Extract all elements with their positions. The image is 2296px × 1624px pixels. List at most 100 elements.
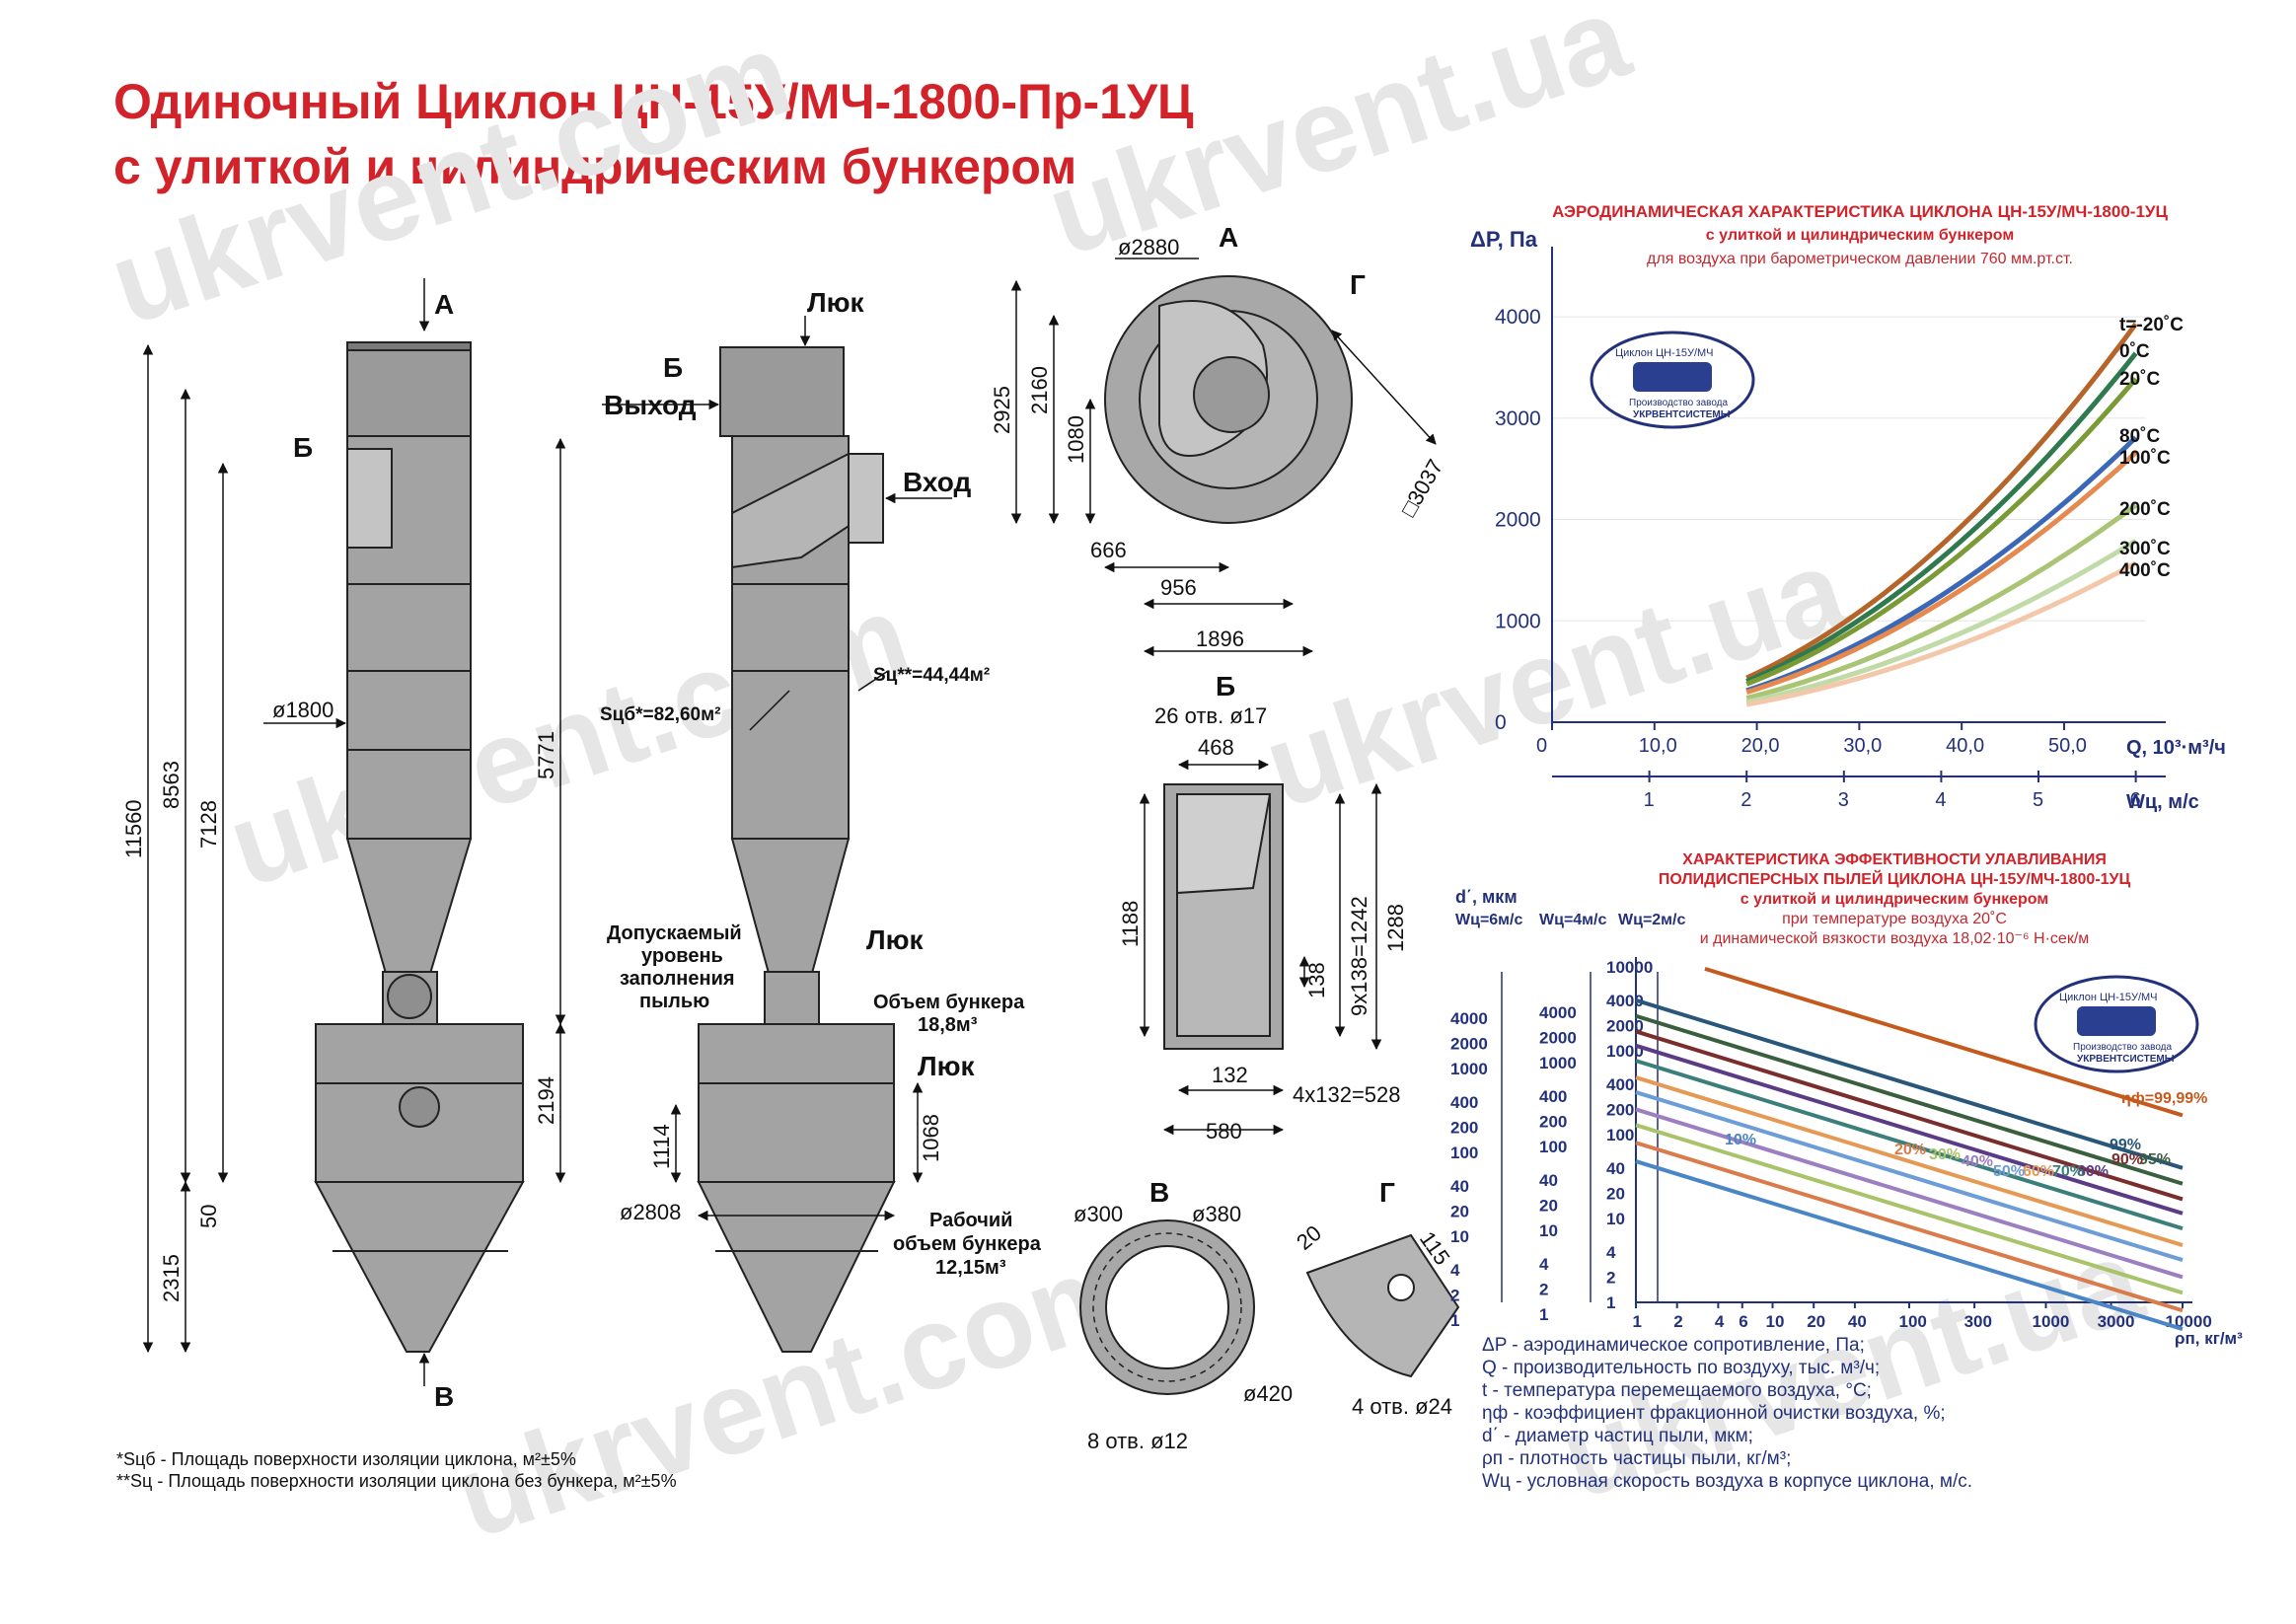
dim-138: 138 bbox=[1304, 962, 1329, 998]
chart1-xlabel2: Wц, м/с bbox=[2126, 791, 2199, 813]
chart1-series-label-3: 80˚C bbox=[2119, 426, 2160, 447]
flange-v-bolt-circle bbox=[1092, 1232, 1242, 1382]
chart2-xtick-10: 3000 bbox=[2098, 1312, 2135, 1331]
work-volume-2: объем бункера bbox=[893, 1233, 1042, 1255]
dim-d300: ø300 bbox=[1074, 1202, 1123, 1226]
flange-b-dims bbox=[1139, 759, 1382, 1136]
fill-level-4: пылью bbox=[639, 991, 709, 1012]
chart1-ylabel: ΔP, Па bbox=[1470, 227, 1538, 252]
chart2-ytick-2-1: 4000 bbox=[1606, 992, 1644, 1010]
chart2-title: ХАРАКТЕРИСТИКА ЭФФЕКТИВНОСТИ УЛАВЛИВАНИЯ… bbox=[1569, 850, 2220, 949]
chart1-series-0 bbox=[1745, 322, 2138, 681]
dim-2194: 2194 bbox=[534, 1076, 558, 1125]
chart2-title-4: при температуре воздуха 20˚С bbox=[1782, 911, 2007, 927]
chart2-series-2 bbox=[1635, 1013, 2184, 1186]
title-line-1: Одиночный Циклон ЦН-15У/МЧ-1800-Пр-1УЦ bbox=[113, 74, 1194, 129]
chart2-badge-line3: УКРВЕНТСИСТЕМЫ bbox=[2077, 1054, 2175, 1065]
flange-b-text: Б 26 отв. ø17 468 1188 9x138=1242 1288 1… bbox=[1118, 671, 1408, 1144]
chart2-ytick-1-9: 4 bbox=[1539, 1255, 1549, 1274]
chart1-series-6 bbox=[1745, 538, 2137, 705]
dim-1080: 1080 bbox=[1064, 415, 1088, 464]
chart2-xtick-8: 300 bbox=[1964, 1312, 1992, 1331]
dim-sq3037: □3037 bbox=[1396, 455, 1448, 520]
side-bunker-hatch bbox=[399, 1086, 440, 1128]
front-area-2: Sц**=44,44м² bbox=[873, 665, 990, 686]
footnotes: *Sцб - Площадь поверхности изоляции цикл… bbox=[116, 1448, 677, 1492]
side-outlet-cap bbox=[346, 341, 472, 351]
chart2-speed-4: Wц=4м/с bbox=[1539, 912, 1606, 928]
chart1-x2tick-3: 4 bbox=[1935, 789, 1946, 811]
chart2-ytick-2-9: 10 bbox=[1606, 1210, 1625, 1228]
dim-666: 666 bbox=[1090, 538, 1127, 562]
dim-26holes: 26 отв. ø17 bbox=[1154, 703, 1267, 728]
detail-g-label: Г bbox=[1379, 1177, 1395, 1208]
detail-g-body bbox=[1305, 1233, 1460, 1378]
chart2-series-label-1: 99% bbox=[2110, 1137, 2141, 1153]
top-label-a: А bbox=[1219, 222, 1238, 253]
chart1-series-label-5: 200˚C bbox=[2119, 499, 2171, 520]
chart2-ytick-1-2: 1000 bbox=[1539, 1054, 1577, 1072]
chart2-xtick-9: 1000 bbox=[2033, 1312, 2070, 1331]
legend-item-eta: ηф - коэффициент фракционной очистки воз… bbox=[1482, 1403, 1946, 1424]
chart2-series-label-2: 95% bbox=[2139, 1151, 2171, 1168]
fill-level-1: Допускаемый bbox=[607, 923, 742, 944]
front-view bbox=[697, 346, 896, 1353]
dim-d380: ø380 bbox=[1192, 1202, 1241, 1226]
chart2-xtick-7: 100 bbox=[1899, 1312, 1927, 1331]
chart1-badge-line2: Производство завода bbox=[1629, 398, 1729, 408]
chart-legend: ΔP - аэродинамическое сопротивление, Па;… bbox=[1482, 1334, 1972, 1493]
chart2-ytick-2-8: 20 bbox=[1606, 1184, 1625, 1203]
chart2-badge-emblem bbox=[2077, 1006, 2156, 1036]
chart1-title-2: с улиткой и цилиндрическим бункером bbox=[1705, 227, 2015, 244]
chart1-badge-line3: УКРВЕНТСИСТЕМЫ bbox=[1633, 409, 1731, 420]
flange-v-label: В bbox=[1149, 1177, 1169, 1208]
chart2-xtick-0: 1 bbox=[1633, 1312, 1642, 1331]
chart2-ytick-1-11: 1 bbox=[1539, 1305, 1548, 1324]
dim-1188: 1188 bbox=[1118, 901, 1143, 947]
chart1-series-label-2: 20˚C bbox=[2119, 369, 2160, 390]
chart2-title-2: ПОЛИДИСПЕРСНЫХ ПЫЛЕЙ ЦИКЛОНА ЦН-15У/МЧ-1… bbox=[1658, 871, 2131, 888]
footnote-1: *Sцб - Площадь поверхности изоляции цикл… bbox=[116, 1449, 576, 1469]
bunker-volume-1: Объем бункера bbox=[873, 992, 1025, 1013]
chart2-ytick-0-5: 100 bbox=[1450, 1144, 1478, 1162]
chart2-series-10 bbox=[1635, 1141, 2184, 1313]
dim-4holes: 4 отв. ø24 bbox=[1352, 1394, 1452, 1419]
chart2-series-0 bbox=[1704, 966, 2184, 1118]
side-label-b: Б bbox=[293, 432, 313, 463]
chart2-ytick-1-1: 2000 bbox=[1539, 1028, 1577, 1047]
flange-v-inner bbox=[1105, 1245, 1229, 1369]
chart2-xtick-6: 40 bbox=[1848, 1312, 1867, 1331]
detail-g-text: Г 20 115 4 отв. ø24 bbox=[1292, 1177, 1454, 1419]
chart2-series-label-6: 60% bbox=[2023, 1163, 2054, 1180]
flange-b-scroll bbox=[1176, 793, 1272, 895]
chart1-ytick-2: 2000 bbox=[1495, 509, 1541, 532]
chart1-xtick-3: 30,0 bbox=[1843, 735, 1882, 757]
chart2-ytick-1-3: 400 bbox=[1539, 1087, 1567, 1106]
chart2-badge-line1: Циклон ЦН-15У/МЧ bbox=[2059, 992, 2157, 1003]
chart2-ytick-0-7: 20 bbox=[1450, 1202, 1469, 1220]
title-line-2: с улиткой и цилиндрическим бункером bbox=[113, 139, 1077, 194]
chart1-badge-emblem bbox=[1633, 362, 1712, 392]
chart1-x2tick-5: 6 bbox=[2130, 789, 2141, 811]
chart2-series-label-7: 50% bbox=[1993, 1163, 2025, 1180]
chart2-series-label-3: 90% bbox=[2111, 1151, 2143, 1168]
chart2-ytick-1-8: 10 bbox=[1539, 1221, 1558, 1240]
front-inlet bbox=[848, 453, 884, 544]
chart1-x2tick-2: 3 bbox=[1838, 789, 1849, 811]
work-volume-3: 12,15м³ bbox=[935, 1257, 1006, 1279]
chart2-series-1 bbox=[1635, 997, 2184, 1170]
dim-1114: 1114 bbox=[649, 1124, 674, 1169]
front-bunker bbox=[698, 1023, 895, 1183]
chart1-x2tick-0: 1 bbox=[1644, 789, 1655, 811]
front-view-text: Люк Б Выход Вход Sцб*=82,60м² Sц**=44,44… bbox=[600, 287, 1042, 1279]
chart2-series-7 bbox=[1635, 1090, 2184, 1262]
side-inlet-flange bbox=[346, 448, 393, 549]
dim-2925: 2925 bbox=[990, 386, 1014, 434]
chart2-ytick-1-6: 40 bbox=[1539, 1171, 1558, 1190]
chart1-ytick-1: 1000 bbox=[1495, 610, 1541, 632]
chart2-xtick-5: 20 bbox=[1807, 1312, 1825, 1331]
bunker-volume-2: 18,8м³ bbox=[918, 1014, 978, 1036]
top-view bbox=[1104, 275, 1353, 524]
chart1-title-1: АЭРОДИНАМИЧЕСКАЯ ХАРАКТЕРИСТИКА ЦИКЛОНА … bbox=[1552, 202, 2168, 221]
